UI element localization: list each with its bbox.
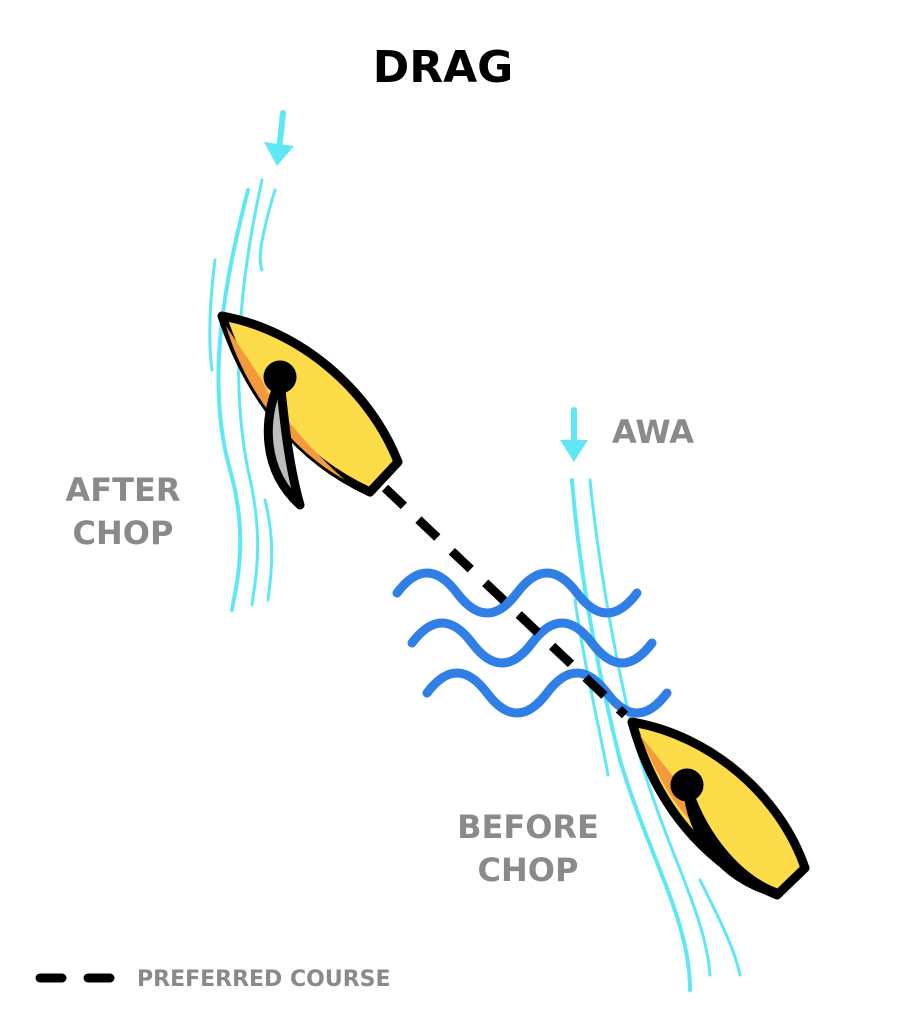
chop-waves	[392, 568, 672, 718]
wind-streaks-after	[208, 178, 277, 612]
boat-after-chop	[217, 311, 403, 510]
preferred-course-line	[381, 484, 629, 719]
legend-preferred-course: PREFERRED COURSE	[137, 967, 391, 992]
awa-label: AWA	[612, 413, 694, 451]
boat-before-chop	[627, 717, 810, 900]
legend: PREFERRED COURSE	[35, 967, 391, 992]
after-chop-label-line1: AFTER	[66, 471, 181, 509]
after-chop-label-line2: CHOP	[73, 514, 174, 552]
diagram-title: DRAG	[373, 42, 514, 93]
before-chop-label-line1: BEFORE	[457, 808, 599, 846]
awa-arrow-icon	[560, 407, 588, 462]
before-chop-label-line2: CHOP	[478, 851, 579, 889]
wind-arrow-icon	[264, 110, 294, 166]
